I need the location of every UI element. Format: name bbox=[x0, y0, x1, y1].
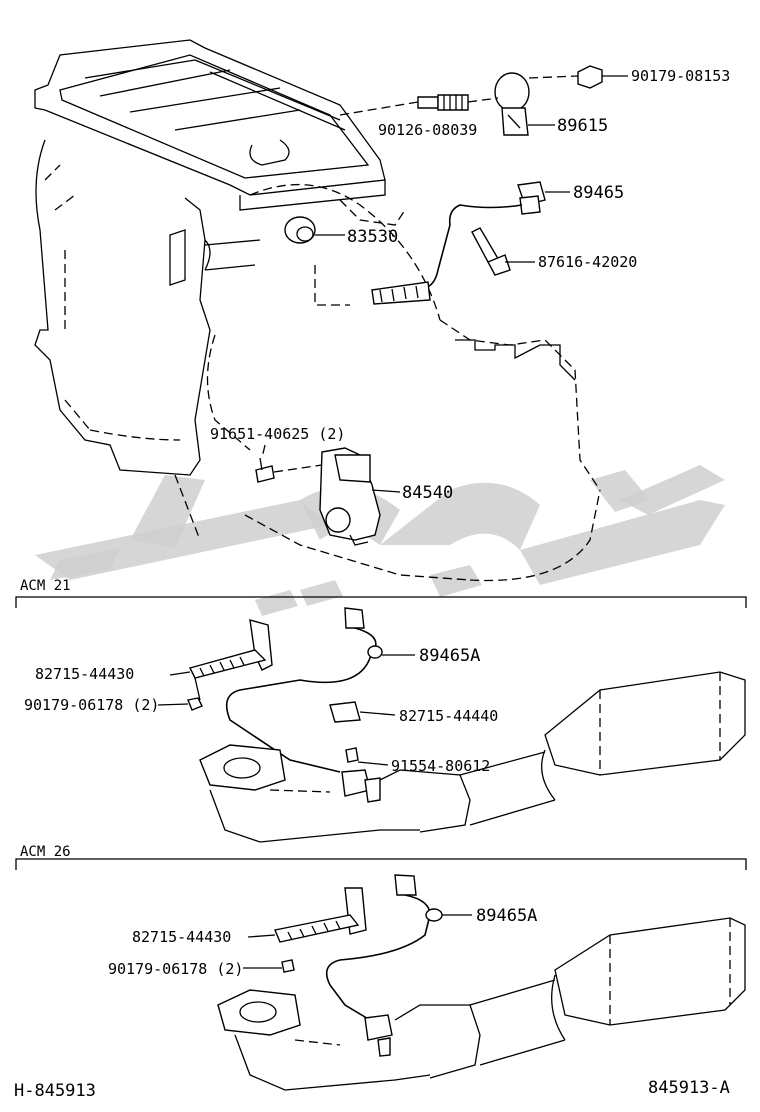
oxygen-sensor-89465 bbox=[371, 181, 570, 305]
label-89465A-acm21: 89465A bbox=[419, 646, 480, 666]
section-acm21 bbox=[15, 596, 747, 843]
clamp-87616-42020 bbox=[471, 227, 535, 276]
section-titles: ACM 21 ACM 26 bbox=[20, 578, 71, 860]
watermark-logo bbox=[35, 465, 725, 616]
label-82715-44430-acm26: 82715-44430 bbox=[132, 928, 231, 946]
label-90179-08153: 90179-08153 bbox=[631, 67, 730, 85]
label-90179-06178-acm26: 90179-06178 (2) bbox=[108, 960, 243, 978]
label-87616-42020: 87616-42020 bbox=[538, 253, 637, 271]
label-83530: 83530 bbox=[347, 227, 398, 247]
section-acm26 bbox=[15, 858, 747, 1091]
label-89615: 89615 bbox=[557, 116, 608, 136]
label-90126-08039: 90126-08039 bbox=[378, 121, 477, 139]
label-91651-40625: 91651-40625 (2) bbox=[210, 425, 345, 443]
knock-sensor-89615 bbox=[494, 72, 579, 136]
section-title-acm21: ACM 21 bbox=[20, 578, 71, 594]
neutral-start-switch-84540 bbox=[255, 444, 401, 546]
label-82715-44430-acm21: 82715-44430 bbox=[35, 665, 134, 683]
label-82715-44440: 82715-44440 bbox=[399, 707, 498, 725]
label-90179-06178-acm21: 90179-06178 (2) bbox=[24, 696, 159, 714]
footer-codes: H-845913 845913-A bbox=[14, 1078, 730, 1101]
label-89465A-acm26: 89465A bbox=[476, 906, 537, 926]
label-84540: 84540 bbox=[402, 483, 453, 503]
switch-83530 bbox=[284, 216, 345, 244]
stud-90126-08039 bbox=[339, 94, 499, 116]
footer-left-code: H-845913 bbox=[14, 1081, 96, 1101]
label-89465: 89465 bbox=[573, 183, 624, 203]
label-91554-80612: 91554-80612 bbox=[391, 757, 490, 775]
part-labels: 90179-08153 90126-08039 89615 89465 8353… bbox=[24, 67, 730, 978]
footer-right-code: 845913-A bbox=[648, 1078, 730, 1098]
nut-90179-08153 bbox=[577, 65, 628, 89]
section-title-acm26: ACM 26 bbox=[20, 844, 71, 860]
